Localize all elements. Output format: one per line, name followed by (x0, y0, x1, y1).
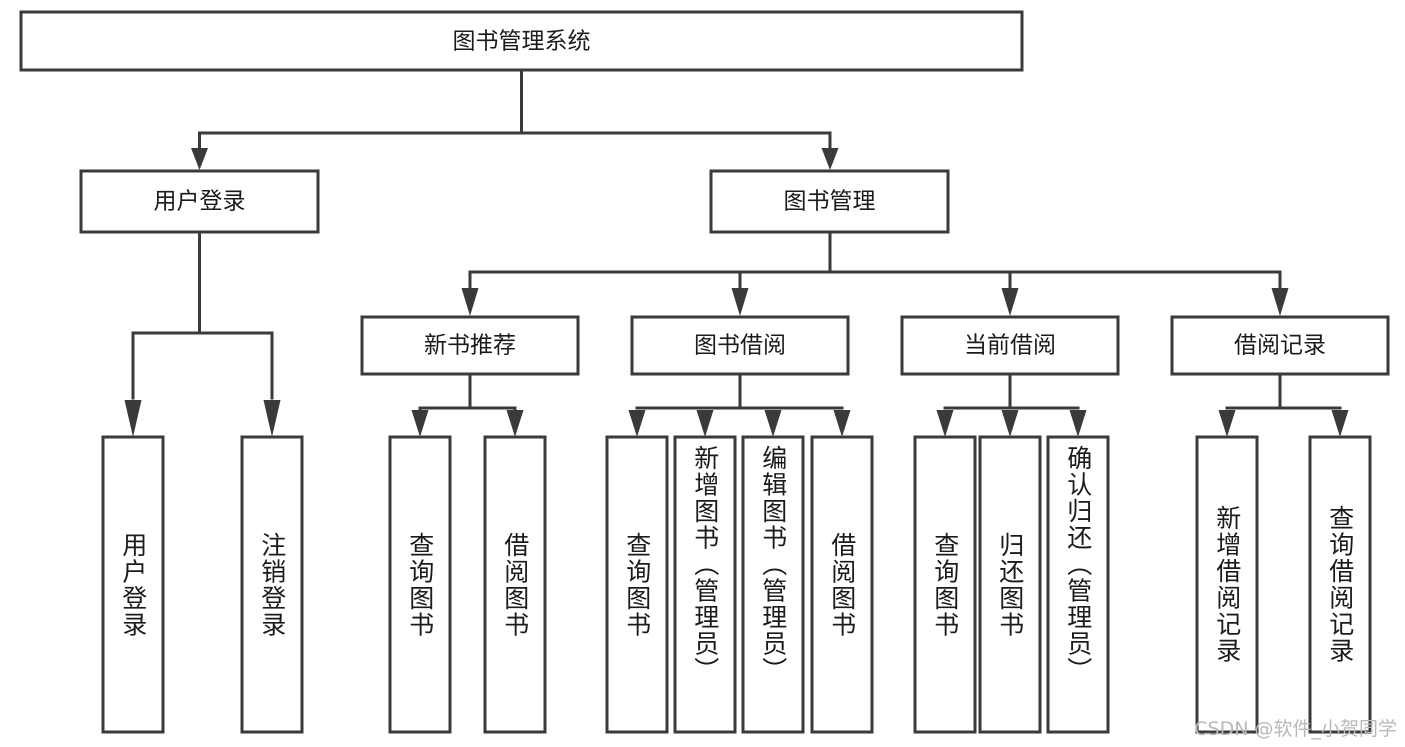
leaf-label-borrow-record-1: 查询借阅记录 (1325, 505, 1355, 664)
leaf-label-book-borrow-2: 编辑图书（管理员） (758, 445, 788, 684)
arrow-head-current-borrow (1001, 288, 1019, 316)
leaf-box-user-login-0[interactable] (101, 435, 165, 734)
leaf-label-user-login-1: 注销登录 (257, 531, 287, 638)
node-new-book-box[interactable] (360, 315, 580, 376)
arrow-head-bb-leaf-1 (628, 410, 646, 437)
leaf-label-new-book-1: 借阅图书 (500, 531, 530, 638)
leaf-box-borrow-record-1[interactable] (1308, 435, 1372, 734)
arrow-head-leaf-user-login (124, 400, 142, 437)
node-borrow-record-box[interactable] (1170, 315, 1390, 376)
node-book-borrow-box[interactable] (630, 315, 850, 376)
arrow-head-bb-leaf-3 (764, 410, 782, 437)
connector-group-user-login (124, 230, 281, 437)
node-book-mgmt-box[interactable] (709, 169, 950, 234)
leaf-label-borrow-record-0: 新增借阅记录 (1212, 505, 1242, 664)
watermark-text: CSDN @软件_小贺同学 (1194, 718, 1397, 740)
leaf-label-current-borrow-2: 确认归还（管理员） (1063, 445, 1093, 684)
leaf-box-book-borrow-3[interactable] (810, 435, 874, 734)
arrow-head-new-book (461, 288, 479, 316)
leaf-box-book-borrow-2[interactable] (741, 435, 805, 734)
leaf-box-new-book-1[interactable] (483, 435, 547, 734)
arrow-head-br-leaf-1 (1218, 410, 1236, 437)
arrow-head-nb-leaf-2 (506, 410, 524, 437)
arrow-head-bb-leaf-4 (833, 410, 851, 437)
leaf-box-current-borrow-0[interactable] (913, 435, 977, 734)
node-borrow-record-label: 借阅记录 (1234, 333, 1326, 359)
node-user-login-label: 用户登录 (154, 189, 246, 215)
leaf-label-new-book-0: 查询图书 (405, 531, 435, 638)
arrow-head-br-leaf-2 (1331, 410, 1349, 437)
node-current-borrow-label: 当前借阅 (964, 333, 1056, 359)
arrow-head-nb-leaf-1 (411, 410, 429, 437)
leaf-label-user-login-0: 用户登录 (118, 531, 148, 638)
node-user-login-box[interactable] (79, 169, 320, 234)
arrow-head-book-mgmt (821, 148, 839, 170)
arrow-head-cb-leaf-2 (1001, 410, 1019, 437)
connector-group-borrow-record (1218, 372, 1349, 437)
leaf-label-current-borrow-0: 查询图书 (930, 531, 960, 638)
leaf-label-current-borrow-1: 归还图书 (995, 531, 1025, 638)
leaf-label-book-borrow-0: 查询图书 (622, 531, 652, 638)
connector-group-book-borrow (628, 372, 851, 437)
arrow-head-book-borrow (731, 288, 749, 316)
connector-group-current-borrow (936, 372, 1087, 437)
node-book-mgmt-label: 图书管理 (784, 189, 876, 215)
arrow-head-cb-leaf-3 (1069, 410, 1087, 437)
leaf-label-book-borrow-1: 新增图书（管理员） (690, 445, 720, 684)
leaf-box-current-borrow-1[interactable] (978, 435, 1042, 734)
leaf-box-borrow-record-0[interactable] (1195, 435, 1259, 734)
leaf-box-book-borrow-1[interactable] (673, 435, 737, 734)
leaf-box-new-book-0[interactable] (388, 435, 452, 734)
node-root-label: 图书管理系统 (453, 29, 591, 55)
node-current-borrow-box[interactable] (900, 315, 1120, 376)
connector-group-new-book (411, 372, 524, 437)
node-new-book-label: 新书推荐 (424, 333, 516, 359)
leaf-box-book-borrow-0[interactable] (605, 435, 669, 734)
connector-group-root (191, 68, 839, 170)
leaf-box-user-login-1[interactable] (240, 435, 304, 734)
arrow-head-cb-leaf-1 (936, 410, 954, 437)
arrow-head-bb-leaf-2 (696, 410, 714, 437)
leaf-label-book-borrow-3: 借阅图书 (827, 531, 857, 638)
connector-group-book-mgmt (461, 230, 1289, 316)
arrow-head-leaf-logout (263, 400, 281, 437)
node-root-box[interactable] (19, 10, 1024, 72)
arrow-head-borrow-record (1271, 288, 1289, 316)
leaf-box-current-borrow-2[interactable] (1046, 435, 1110, 734)
arrow-head-user-login (191, 148, 208, 170)
node-book-borrow-label: 图书借阅 (694, 333, 786, 359)
